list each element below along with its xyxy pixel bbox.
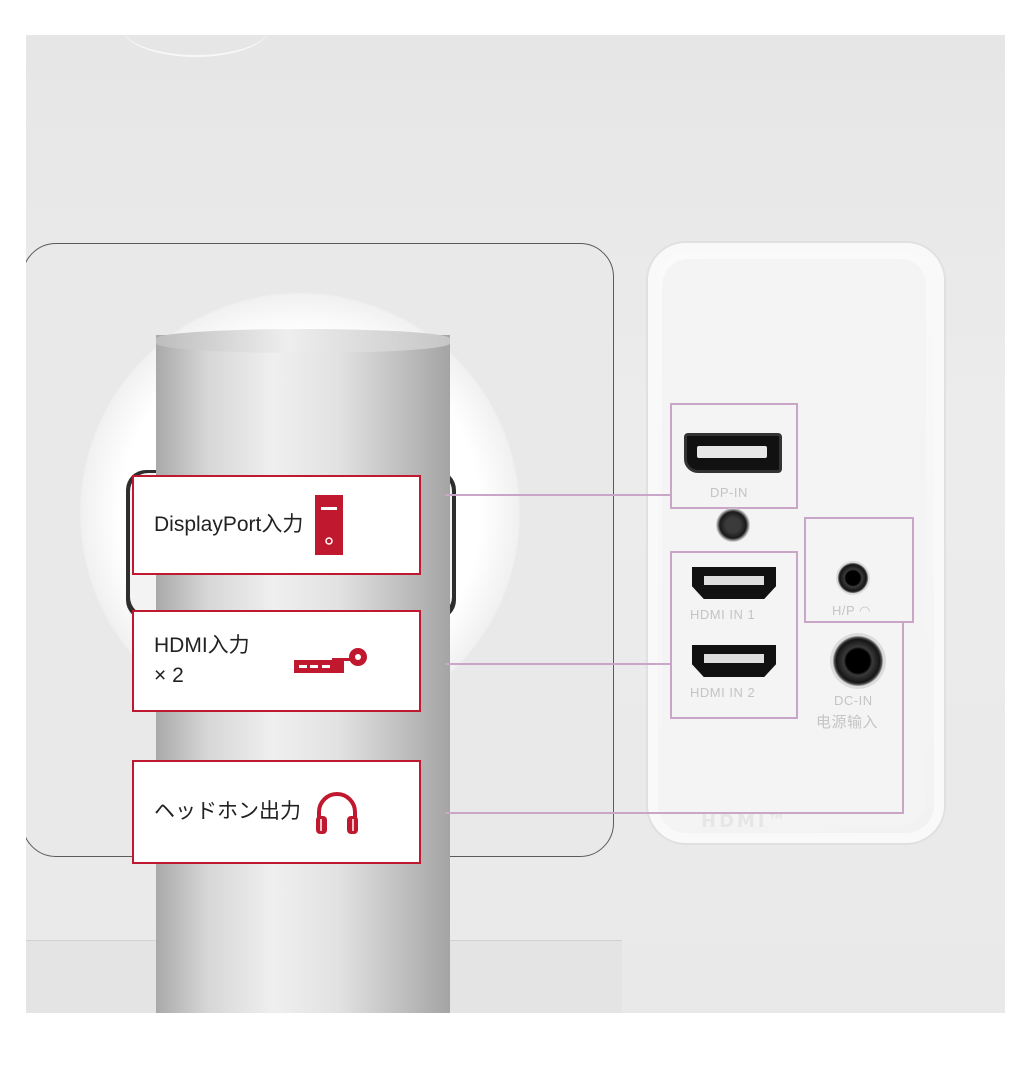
dc-label-2: 电源输入 xyxy=(816,714,879,731)
rear-curve xyxy=(121,35,271,57)
hdmi2-label: HDMI IN 2 xyxy=(690,685,756,700)
callout-hdmi: HDMI入力 × 2 xyxy=(132,610,421,712)
stand-column-top xyxy=(156,329,450,353)
callout-hdmi-text: HDMI入力 × 2 xyxy=(134,631,250,691)
hp-label-text: H/P xyxy=(832,603,855,618)
media-player-icon xyxy=(293,648,367,673)
headphones-icon xyxy=(316,792,358,834)
hdmi1-label: HDMI IN 1 xyxy=(690,607,756,622)
hdmi-highlight-box xyxy=(670,551,798,719)
hdmi-port-2 xyxy=(692,645,776,677)
hp-highlight-box xyxy=(804,517,914,623)
screw xyxy=(716,508,750,542)
displayport-pins xyxy=(697,446,767,458)
callout-displayport-label: DisplayPort入力 xyxy=(154,513,304,536)
dc-label-1: DC-IN xyxy=(834,693,873,708)
callout-headphone: ヘッドホン出力 xyxy=(132,760,421,864)
hdmi-port-1-pins xyxy=(704,576,764,585)
hdmi-logo: HDMI™ xyxy=(701,811,789,832)
hdmi-port-1 xyxy=(692,567,776,599)
callout-headphone-label: ヘッドホン出力 xyxy=(154,800,301,823)
headphone-small-icon: ◠ xyxy=(859,603,871,618)
displayport-port xyxy=(684,433,782,473)
dp-leader-line xyxy=(445,494,671,496)
dp-label: DP-IN xyxy=(710,485,748,500)
callout-hdmi-count: × 2 xyxy=(154,664,184,687)
callout-hdmi-label: HDMI入力 xyxy=(154,634,250,657)
headphone-jack xyxy=(836,561,870,595)
hp-leader-line xyxy=(445,812,904,814)
hp-label: H/P ◠ xyxy=(832,603,871,619)
hdmi-leader-line xyxy=(445,663,671,665)
callout-displayport: DisplayPort入力 xyxy=(132,475,421,575)
port-recess-inner xyxy=(662,259,926,825)
hp-leader-vertical xyxy=(902,622,904,814)
pc-tower-icon xyxy=(315,495,344,555)
hdmi-port-2-pins xyxy=(704,654,764,663)
dc-jack xyxy=(830,633,886,689)
